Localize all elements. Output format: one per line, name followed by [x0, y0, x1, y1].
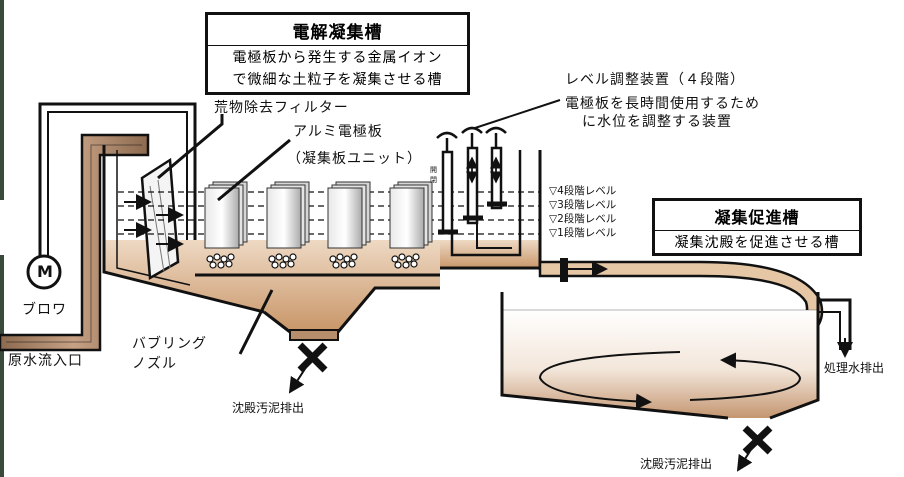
blower-motor [26, 254, 62, 290]
treated-water-label: 処理水排出 [824, 361, 885, 375]
blower-label: ブロワ [22, 302, 67, 318]
valve-open-label: 開 [430, 166, 437, 174]
electrolysis-tank-box: 電解凝集槽 電極板から発生する金属イオン で微細な土粒子を凝集させる槽 [205, 12, 470, 95]
plate-unit [204, 181, 248, 269]
level-label-2: ▽2段階レベル [549, 213, 617, 225]
divider [208, 45, 467, 46]
level-device-desc-2: に水位を調整する装置 [582, 114, 732, 130]
sludge-valve-right [736, 425, 773, 472]
debris-filter-label: 荒物除去フィルター [214, 100, 349, 116]
plate-unit-label: （凝集板ユニット） [287, 151, 422, 167]
promotion-tank-box: 凝集促進槽 凝集沈殿を促進させる槽 [652, 198, 862, 256]
divider [655, 230, 859, 231]
electrolysis-tank-title: 電解凝集槽 [292, 23, 383, 43]
level-label-1: ▽1段階レベル [549, 227, 617, 239]
electrolysis-tank-desc-2: で微細な土粒子を凝集させる槽 [232, 72, 443, 88]
level-device-title: レベル調整装置（４段階） [565, 72, 745, 88]
level-label-3: ▽3段階レベル [549, 199, 617, 211]
inlet-pipe [0, 133, 150, 352]
aluminum-plate-units [204, 181, 433, 269]
promotion-tank-desc: 凝集沈殿を促進させる槽 [674, 235, 840, 251]
inflow-arrows [124, 194, 184, 252]
left-edge-strip [0, 0, 4, 200]
level-label-4: ▽4段階レベル [549, 185, 617, 197]
valve-close-label: 閉 [430, 176, 437, 184]
plate-unit [389, 181, 433, 269]
left-edge-strip [0, 255, 4, 477]
raw-water-inlet-label: 原水流入口 [8, 353, 83, 369]
sludge-discharge-left-label: 沈殿汚泥排出 [232, 401, 305, 415]
electrolysis-tank-body [102, 145, 440, 341]
promotion-tank [500, 292, 853, 420]
leader-lines [157, 99, 561, 355]
sludge-valve-left [288, 342, 328, 394]
air-line [38, 102, 197, 275]
bubbling-nozzle-label-1: バブリング [132, 336, 207, 352]
plate-unit [266, 181, 310, 269]
sludge-discharge-right-label: 沈殿汚泥排出 [640, 457, 713, 471]
blower-motor-symbol: M [37, 262, 53, 281]
electrolysis-tank-desc-1: 電極板から発生する金属イオン [232, 50, 443, 66]
aluminum-plate-label: アルミ電極板 [293, 124, 383, 140]
plate-unit [327, 181, 371, 269]
level-adjustment-device [436, 126, 545, 270]
bubbling-nozzle-label-2: ノズル [132, 356, 177, 372]
promotion-tank-title: 凝集促進槽 [714, 208, 800, 227]
level-device-desc-1: 電極板を長時間使用するため [565, 96, 760, 112]
